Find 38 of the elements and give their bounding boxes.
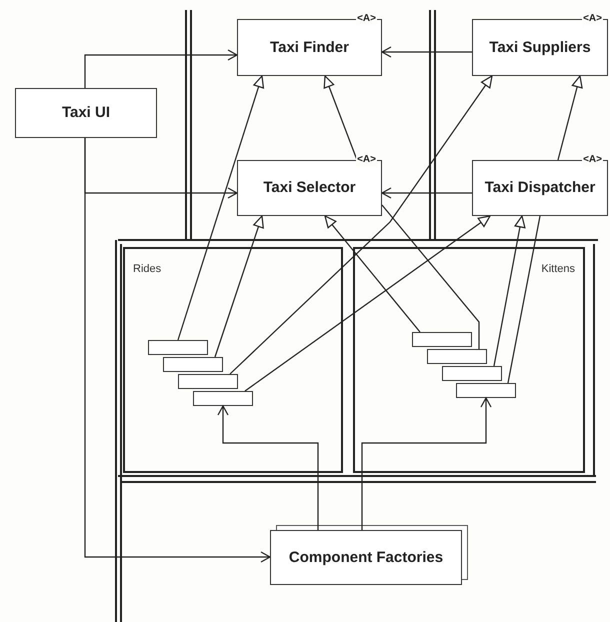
instance-box	[427, 349, 487, 364]
connector-arrow	[177, 75, 264, 340]
instance-box	[442, 366, 502, 381]
stereotype-label: <A>	[582, 153, 603, 167]
package-name: Kittens	[541, 262, 575, 277]
connector-arrow	[324, 215, 420, 332]
stereotype-label: <A>	[356, 153, 377, 167]
package-panel	[353, 247, 585, 473]
connector-arrow	[493, 215, 526, 366]
stereotype-label: <A>	[356, 12, 377, 26]
connector-arrow	[84, 138, 271, 563]
instance-box	[178, 374, 238, 389]
connector-arrow	[381, 46, 472, 58]
connector-arrow	[244, 215, 491, 392]
instance-box	[193, 391, 253, 406]
connector-arrow	[84, 49, 238, 88]
connector-arrow	[324, 75, 358, 160]
box-title: Taxi Finder	[269, 38, 350, 58]
connector-arrow	[361, 397, 492, 530]
connector-arrow	[381, 187, 472, 199]
instance-box	[148, 340, 208, 355]
box-title: Component Factories	[288, 548, 444, 568]
box-title: Taxi Selector	[262, 178, 357, 198]
connector-arrow	[230, 75, 493, 374]
box-title: Taxi Suppliers	[488, 38, 592, 58]
package-panel	[123, 247, 343, 473]
package-name: Rides	[133, 262, 162, 277]
instance-box	[163, 357, 223, 372]
box-title: Taxi UI	[60, 103, 112, 123]
connector-arrow	[217, 405, 319, 530]
stereotype-label: <A>	[582, 12, 603, 26]
connector-arrow	[557, 75, 583, 160]
component-box	[15, 88, 157, 138]
component-box	[270, 530, 462, 585]
connector-arrow	[214, 215, 264, 358]
box-title: Taxi Dispatcher	[484, 178, 596, 198]
instance-box	[412, 332, 472, 347]
instance-box	[456, 383, 516, 398]
